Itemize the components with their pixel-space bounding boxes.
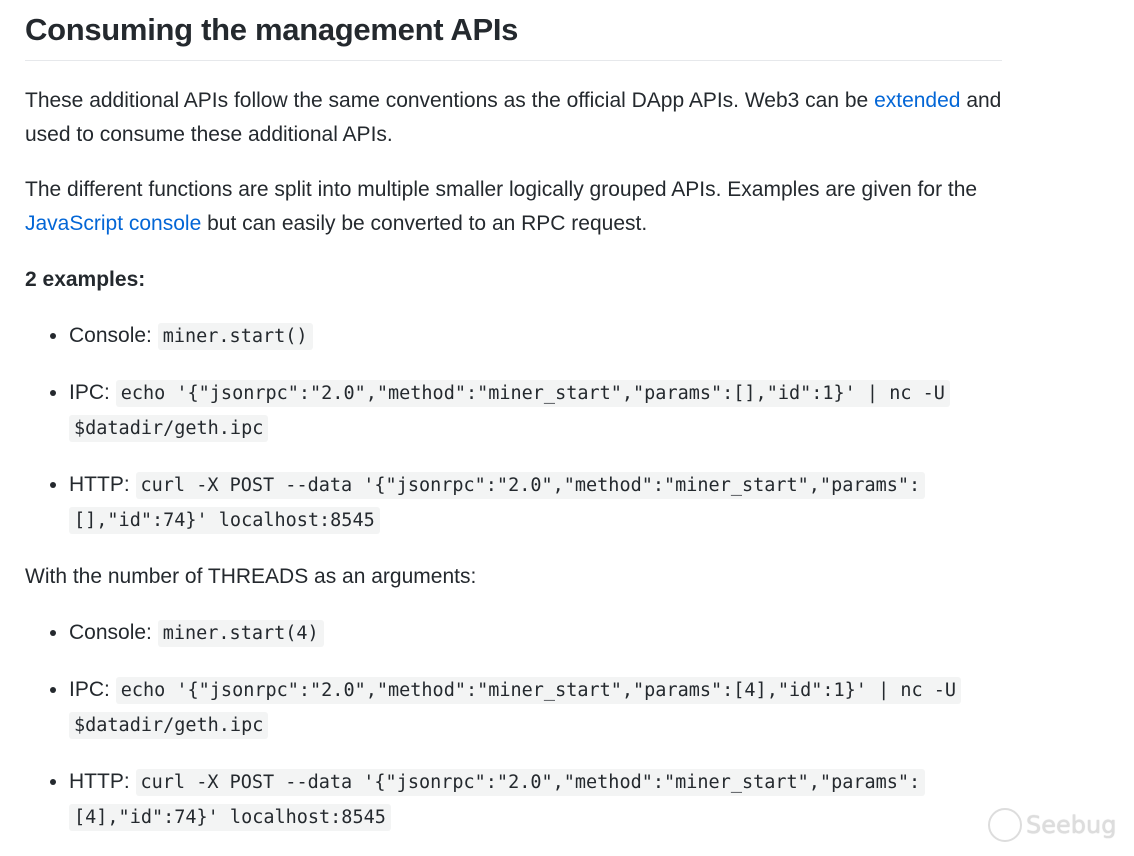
- code-snippet-continued: [],"id":74}' localhost:8545: [69, 507, 380, 534]
- text: but can easily be converted to an RPC re…: [201, 212, 648, 235]
- item-label: Console:: [69, 621, 152, 644]
- seebug-watermark: Seebug: [988, 808, 1116, 842]
- item-label: HTTP:: [69, 473, 130, 496]
- code-snippet-continued: [4],"id":74}' localhost:8545: [69, 804, 391, 831]
- functions-paragraph: The different functions are split into m…: [25, 173, 1002, 241]
- code-snippet: miner.start(): [157, 323, 313, 350]
- code-snippet-continued: $datadir/geth.ipc: [69, 712, 269, 739]
- list-item: Console: miner.start(): [69, 319, 1002, 354]
- examples-list: Console: miner.start() IPC: echo '{"jsonr…: [25, 319, 1002, 538]
- text: and used to consume these additional API…: [25, 89, 1002, 146]
- item-label: IPC:: [69, 678, 110, 701]
- seebug-logo-icon: [988, 808, 1022, 842]
- code-snippet: curl -X POST --data '{"jsonrpc":"2.0","m…: [135, 769, 926, 796]
- text: These additional APIs follow the same co…: [25, 89, 875, 112]
- threads-examples-list: Console: miner.start(4) IPC: echo '{"json…: [25, 616, 1002, 835]
- readme-section: Consuming the management APIs These addi…: [25, 0, 1002, 835]
- javascript-console-link[interactable]: JavaScript console: [25, 212, 202, 235]
- code-snippet: echo '{"jsonrpc":"2.0","method":"miner_s…: [115, 677, 962, 704]
- intro-paragraph: These additional APIs follow the same co…: [25, 84, 1002, 152]
- list-item: IPC: echo '{"jsonrpc":"2.0","method":"mi…: [69, 673, 1002, 743]
- item-label: IPC:: [69, 381, 110, 404]
- list-item: Console: miner.start(4): [69, 616, 1002, 651]
- list-item: HTTP: curl -X POST --data '{"jsonrpc":"2…: [69, 765, 1002, 835]
- code-snippet-continued: $datadir/geth.ipc: [69, 415, 269, 442]
- extended-link[interactable]: extended: [874, 89, 961, 112]
- threads-text: With the number of THREADS as an argumen…: [25, 565, 477, 588]
- list-item: IPC: echo '{"jsonrpc":"2.0","method":"mi…: [69, 376, 1002, 446]
- code-snippet: echo '{"jsonrpc":"2.0","method":"miner_s…: [115, 380, 950, 407]
- text: The different functions are split into m…: [25, 178, 978, 201]
- watermark-text: Seebug: [1026, 811, 1117, 839]
- item-label: HTTP:: [69, 770, 130, 793]
- section-heading: Consuming the management APIs: [25, 0, 1002, 61]
- item-label: Console:: [69, 324, 152, 347]
- code-snippet: miner.start(4): [157, 620, 324, 647]
- list-item: HTTP: curl -X POST --data '{"jsonrpc":"2…: [69, 468, 1002, 538]
- examples-heading: 2 examples:: [25, 268, 146, 291]
- code-snippet: curl -X POST --data '{"jsonrpc":"2.0","m…: [135, 472, 926, 499]
